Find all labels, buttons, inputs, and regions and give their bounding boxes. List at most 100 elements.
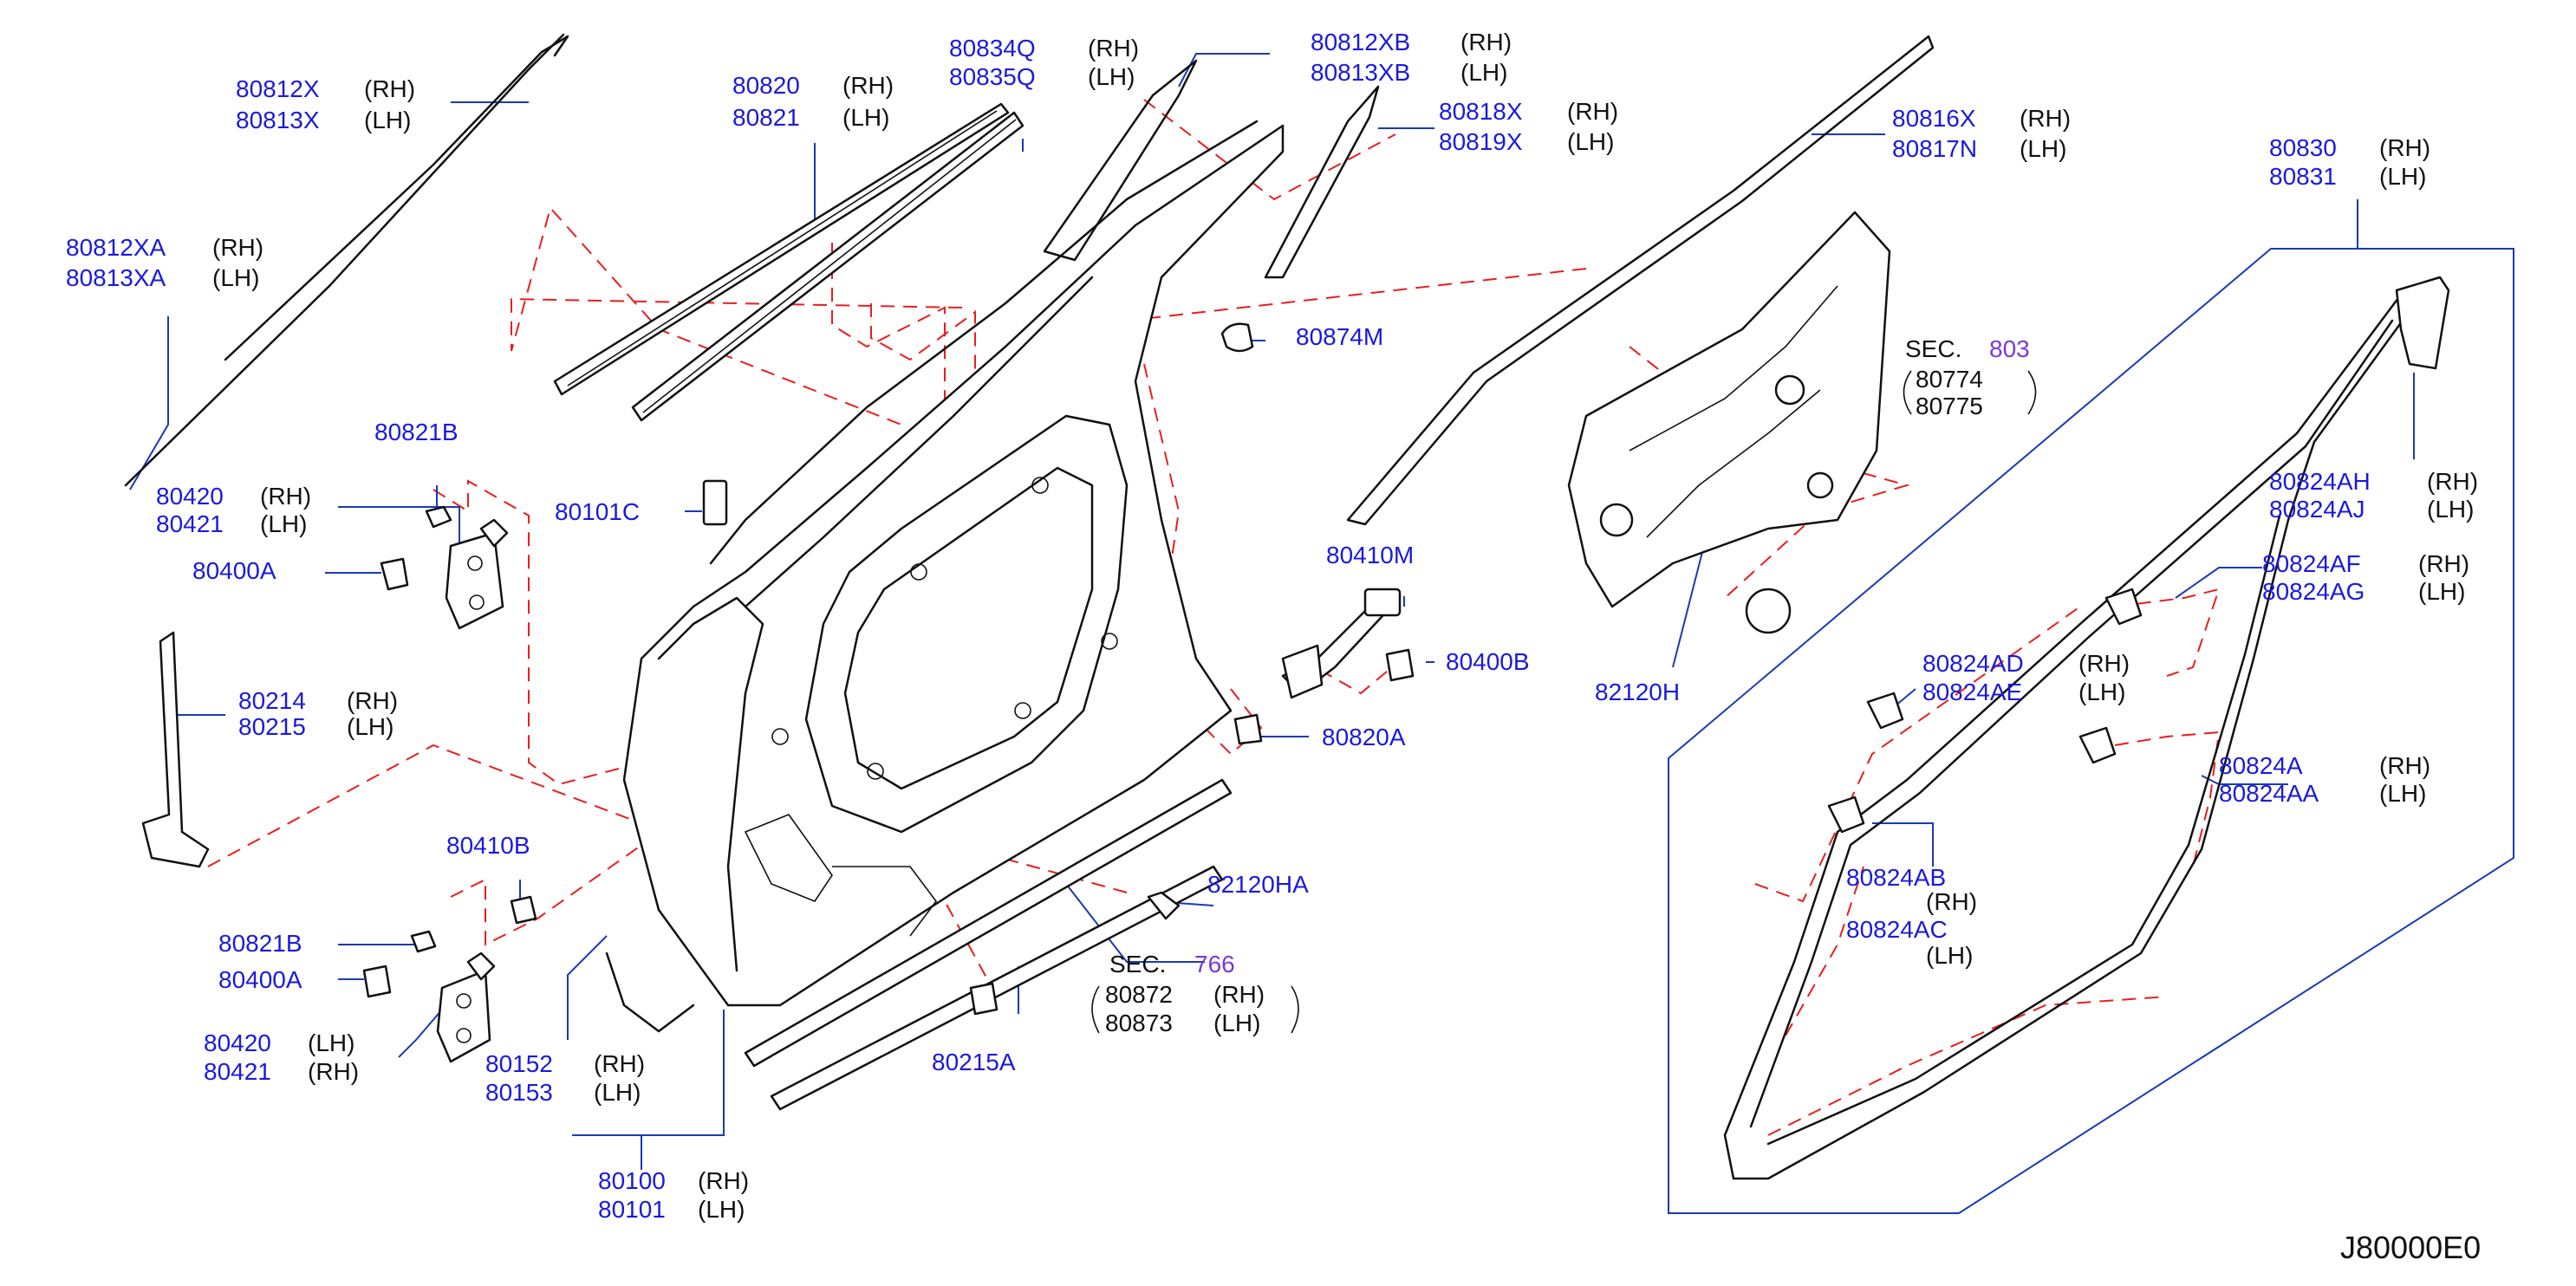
label-80820-side: (RH) xyxy=(842,72,894,99)
clip-80824a xyxy=(2078,726,2117,764)
label-80812xa-side: (RH) xyxy=(212,234,263,261)
label-80152-side: (RH) xyxy=(594,1050,645,1077)
label-80101-num: 80101 xyxy=(598,1196,666,1223)
label-80835q-num: 80835Q xyxy=(949,63,1036,90)
label-80812xb-num: 80812XB xyxy=(1311,29,1410,55)
label-80821-num: 80821 xyxy=(732,104,800,131)
label-80834q-num: 80834Q xyxy=(949,35,1036,62)
clip-80820a xyxy=(1233,713,1263,745)
label-80420-lower-side: (LH) xyxy=(308,1029,355,1056)
clip-80824ab xyxy=(1827,796,1865,834)
label-80824ab-num: 80824AB xyxy=(1846,864,1946,891)
door-sealing-screen xyxy=(1567,211,1891,608)
label-80101c-num: 80101C xyxy=(555,498,640,525)
label-82120h-num: 82120H xyxy=(1595,679,1680,705)
label-80420-lower-num: 80420 xyxy=(204,1029,271,1056)
nut-80821b-lower xyxy=(410,930,437,953)
sec803-item-2: 80775 xyxy=(1916,393,1983,419)
label-80824aj-side: (LH) xyxy=(2427,496,2474,523)
sec766-item-2-num: 80873 xyxy=(1105,1010,1173,1036)
label-80820-num: 80820 xyxy=(732,72,800,99)
label-80830-num: 80830 xyxy=(2269,134,2337,161)
sec803-label: SEC. xyxy=(1905,335,1961,362)
label-80824ab-side: (RH) xyxy=(1926,888,1977,915)
hinge-lower xyxy=(436,952,496,1063)
label-80824a-side: (RH) xyxy=(2379,752,2430,779)
bolt-80410b xyxy=(510,895,537,925)
sec766-item-1-side: (RH) xyxy=(1213,981,1265,1008)
window-guide-rail xyxy=(141,631,210,868)
label-80812x-side: (RH) xyxy=(364,75,415,102)
bolt-80215a xyxy=(969,982,999,1016)
label-80421-lower-side: (RH) xyxy=(308,1058,359,1085)
label-80824a-num: 80824A xyxy=(2219,752,2303,779)
sec803-ref: 803 xyxy=(1989,335,2030,362)
plug-82120ha xyxy=(1147,891,1181,920)
grommet-80101c xyxy=(702,479,728,526)
label-80820a-num: 80820A xyxy=(1322,724,1406,750)
nut-80821b-upper xyxy=(425,505,452,529)
window-frame-moulding-rear xyxy=(1264,85,1380,279)
bolt-80400b xyxy=(1385,648,1415,682)
clip-80824ad xyxy=(1866,692,1904,730)
plug-82120h xyxy=(1745,588,1792,634)
label-80824aa-side: (LH) xyxy=(2379,780,2426,807)
label-80831-num: 80831 xyxy=(2269,163,2337,190)
label-80100-side: (RH) xyxy=(698,1167,749,1194)
sill-moulding xyxy=(744,778,1233,1111)
label-80421-lower-num: 80421 xyxy=(204,1058,271,1085)
sec766-item-2-side: (LH) xyxy=(1213,1010,1260,1036)
label-80813x-side: (LH) xyxy=(364,107,411,133)
label-80819x-side: (LH) xyxy=(1567,128,1614,155)
label-80824ae-num: 80824AE xyxy=(1922,679,2022,705)
label-80813xa-side: (LH) xyxy=(212,264,259,291)
label-80410b-num: 80410B xyxy=(446,832,530,859)
sec803-bracket-left xyxy=(1903,370,1912,415)
door-check-link xyxy=(1281,588,1402,699)
label-80817n-num: 80817N xyxy=(1892,135,1977,162)
label-80215-num: 80215 xyxy=(238,713,306,740)
label-80813xb-side: (LH) xyxy=(1460,59,1507,86)
label-80410m-num: 80410M xyxy=(1326,542,1414,568)
label-80812x-num: 80812X xyxy=(236,75,320,102)
label-80153-side: (LH) xyxy=(594,1079,641,1106)
label-82120ha-num: 82120HA xyxy=(1207,871,1309,898)
label-80421-upper-num: 80421 xyxy=(156,510,224,537)
label-80420-upper-num: 80420 xyxy=(156,483,224,510)
label-80812xa-num: 80812XA xyxy=(66,234,166,261)
hinge-upper xyxy=(445,518,509,630)
label-80824ah-num: 80824AH xyxy=(2269,468,2371,495)
label-80824ac-num: 80824AC xyxy=(1846,916,1948,943)
label-80824ae-side: (LH) xyxy=(2078,679,2125,705)
label-80818x-num: 80818X xyxy=(1439,98,1523,125)
door-weatherstrip xyxy=(1723,293,2420,1180)
label-80214-num: 80214 xyxy=(238,687,306,714)
bolt-80400a-upper xyxy=(380,557,409,591)
door-panel-assembly xyxy=(605,120,1285,1033)
label-80818x-side: (RH) xyxy=(1567,98,1618,125)
label-80100-num: 80100 xyxy=(598,1167,666,1194)
label-80830-side: (RH) xyxy=(2379,134,2430,161)
label-80215-side: (LH) xyxy=(347,713,394,740)
sec803-bracket-right xyxy=(2027,370,2037,415)
label-80824ad-side: (RH) xyxy=(2078,650,2130,677)
sec766-bracket-left xyxy=(1091,985,1100,1034)
sec766-bracket-right xyxy=(1291,985,1299,1034)
label-80420-upper-side: (RH) xyxy=(260,483,311,510)
upper-long-moulding xyxy=(124,33,569,487)
label-80824ag-side: (LH) xyxy=(2418,578,2465,605)
label-80153-num: 80153 xyxy=(485,1079,553,1106)
part-labels: 80812X (RH) 80813X (LH) 80812XA (RH) 808… xyxy=(66,29,2481,1265)
label-80824aa-num: 80824AA xyxy=(2219,780,2319,807)
label-80816x-num: 80816X xyxy=(1892,105,1976,132)
belt-moulding-outer xyxy=(553,102,1025,422)
label-80400a-lower-num: 80400A xyxy=(218,966,302,993)
label-80874m-num: 80874M xyxy=(1296,323,1383,350)
roof-drip-moulding xyxy=(1346,35,1935,526)
label-80813xb-num: 80813XB xyxy=(1311,59,1410,86)
label-80400b-num: 80400B xyxy=(1446,648,1530,675)
label-80824af-side: (RH) xyxy=(2418,550,2469,577)
label-80816x-side: (RH) xyxy=(2020,105,2071,132)
label-80824ad-num: 80824AD xyxy=(1922,650,2024,677)
